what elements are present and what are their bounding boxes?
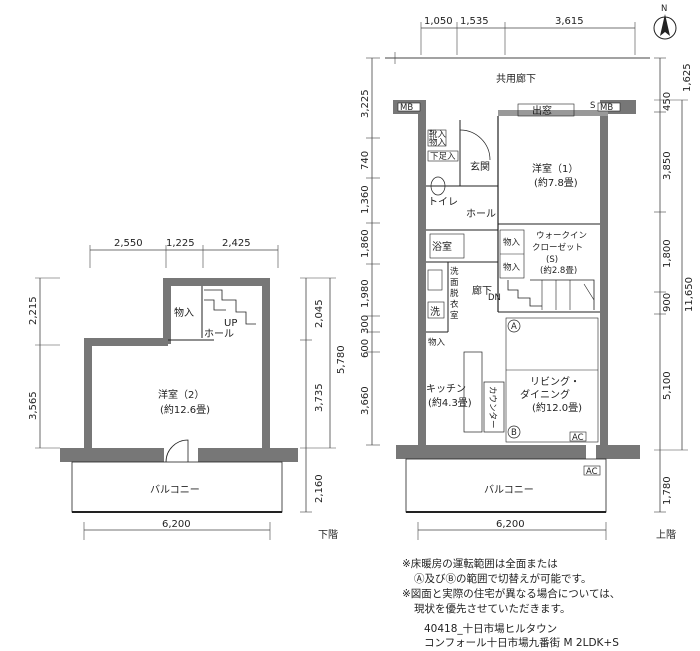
upper-right-dim-2: 450 xyxy=(662,92,673,111)
bay-window-label: 出窓 xyxy=(532,104,552,117)
lower-floor-label: 下階 xyxy=(318,529,338,541)
ac-label-1: AC xyxy=(572,433,584,443)
lower-hall-label: ホール xyxy=(204,328,234,340)
wic-s-label: (S) xyxy=(546,255,558,265)
upper-right-dim-3: 3,850 xyxy=(662,151,673,180)
upper-right-dim-6: 11,650 xyxy=(684,277,695,312)
upper-left-dim-5: 1,980 xyxy=(360,279,371,308)
upper-floor-label: 上階 xyxy=(656,529,676,541)
property-code: 40418_十日市場ヒルタウン xyxy=(424,623,558,635)
bath-label: 浴室 xyxy=(432,240,452,253)
lower-storage-label: 物入 xyxy=(174,306,194,319)
shoe-box-label: 下足入 xyxy=(430,152,456,162)
ac-label-2: AC xyxy=(586,467,598,477)
upper-right-dim-1: 1,625 xyxy=(682,63,693,92)
upper-top-dim-1: 1,050 xyxy=(424,16,453,27)
lower-right-dim-3: 5,780 xyxy=(336,345,347,374)
lower-floor-plan: 2,550 1,225 2,425 2,215 3,565 2,045 3,73… xyxy=(28,238,347,541)
compass-label: N xyxy=(661,4,667,14)
north-compass-icon: N xyxy=(653,4,677,40)
lower-bottom-dim: 6,200 xyxy=(162,519,191,530)
lower-top-dim-2: 1,225 xyxy=(166,238,195,249)
wic-label-2: クローゼット xyxy=(532,242,583,253)
upper-top-dim-3: 3,615 xyxy=(555,16,584,27)
storage-label-2: 物入 xyxy=(503,262,521,273)
living-label-2: ダイニング xyxy=(520,388,570,401)
mb-s-label: S xyxy=(590,101,595,111)
lower-stairs xyxy=(204,289,256,325)
note-line-4: 現状を優先させていただきます。 xyxy=(414,603,571,615)
upper-left-dim-6: 300 xyxy=(360,315,371,334)
washroom-char-3: 脱 xyxy=(450,288,459,299)
wash-label: 洗 xyxy=(430,306,440,318)
living-label-1: リビング・ xyxy=(530,375,580,388)
washroom-char-2: 面 xyxy=(450,278,459,288)
note-line-3: ※図面と実際の住宅が異なる場合については、 xyxy=(402,588,621,600)
shoe-storage-1: 靴入 xyxy=(429,129,447,140)
counter-label: カウンター xyxy=(487,386,497,429)
lower-right-dim-2: 3,735 xyxy=(314,383,325,412)
upper-right-dim-5: 900 xyxy=(662,293,673,312)
wic-label-1: ウォークイン xyxy=(536,231,587,241)
wic-size: (約2.8畳) xyxy=(540,265,577,276)
upper-balcony-label: バルコニー xyxy=(484,484,534,496)
lower-left-dim-1: 2,215 xyxy=(28,296,39,325)
lower-right-dim-1: 2,045 xyxy=(314,299,325,328)
upper-left-dim-1: 3,225 xyxy=(360,89,371,118)
lower-right-dim-4: 2,160 xyxy=(314,474,325,503)
corridor-label: 共用廊下 xyxy=(496,72,536,85)
bedroom2-size: (約12.6畳) xyxy=(160,403,210,416)
lower-balcony-label: バルコニー xyxy=(150,484,200,496)
washroom-char-4: 衣 xyxy=(450,299,459,310)
upper-hall-label: ホール xyxy=(466,208,496,220)
kitchen-label: キッチン xyxy=(426,383,466,395)
upper-left-dim-3: 1,360 xyxy=(360,185,371,214)
corridor-in-label: 廊下 xyxy=(472,284,492,297)
upper-left-dim-4: 1,860 xyxy=(360,229,371,258)
lower-up-label: UP xyxy=(224,318,237,329)
note-line-1: ※床暖房の運転範囲は全面または xyxy=(402,558,558,570)
mark-b: B xyxy=(511,428,517,438)
bedroom1-label: 洋室（1） xyxy=(532,162,578,175)
dn-label: DN xyxy=(488,293,501,303)
upper-floor-plan: 1,050 1,535 3,615 共用廊下 3,225 740 1,360 1… xyxy=(360,16,695,541)
lower-top-dim-3: 2,425 xyxy=(222,238,251,249)
lower-top-dim-1: 2,550 xyxy=(114,238,143,249)
upper-left-dim-2: 740 xyxy=(360,151,371,170)
upper-top-dim-2: 1,535 xyxy=(460,16,489,27)
entrance-label: 玄関 xyxy=(470,160,490,173)
mb-left-label: MB xyxy=(400,103,413,113)
living-size: (約12.0畳) xyxy=(532,401,582,414)
upper-right-dim-4: 1,800 xyxy=(662,239,673,268)
storage-label-1: 物入 xyxy=(503,237,521,248)
upper-left-dim-7: 600 xyxy=(360,339,371,358)
toilet-label: トイレ xyxy=(428,197,458,208)
upper-bottom-dim: 6,200 xyxy=(496,519,525,530)
lower-left-dim-2: 3,565 xyxy=(28,391,39,420)
washroom-char-1: 洗 xyxy=(450,266,459,277)
washroom-char-5: 室 xyxy=(450,310,459,321)
kitchen-size: (約4.3畳) xyxy=(428,396,472,409)
mb-right-label: MB xyxy=(600,103,613,113)
mark-a: A xyxy=(511,322,517,332)
upper-right-dim-8: 1,780 xyxy=(662,476,673,505)
property-name: コンフォール十日市場九番街 M 2LDK+S xyxy=(424,637,619,649)
bedroom1-size: (約7.8畳) xyxy=(534,176,578,189)
note-line-2: Ⓐ及びⒷの範囲で切替えが可能です。 xyxy=(414,573,592,585)
shoe-storage-2: 物入 xyxy=(429,137,447,148)
storage-label-3: 物入 xyxy=(428,337,446,348)
upper-right-dim-7: 5,100 xyxy=(662,371,673,400)
upper-stairs xyxy=(507,279,595,310)
bedroom2-label: 洋室（2） xyxy=(158,388,204,401)
upper-left-dim-8: 3,660 xyxy=(360,386,371,415)
